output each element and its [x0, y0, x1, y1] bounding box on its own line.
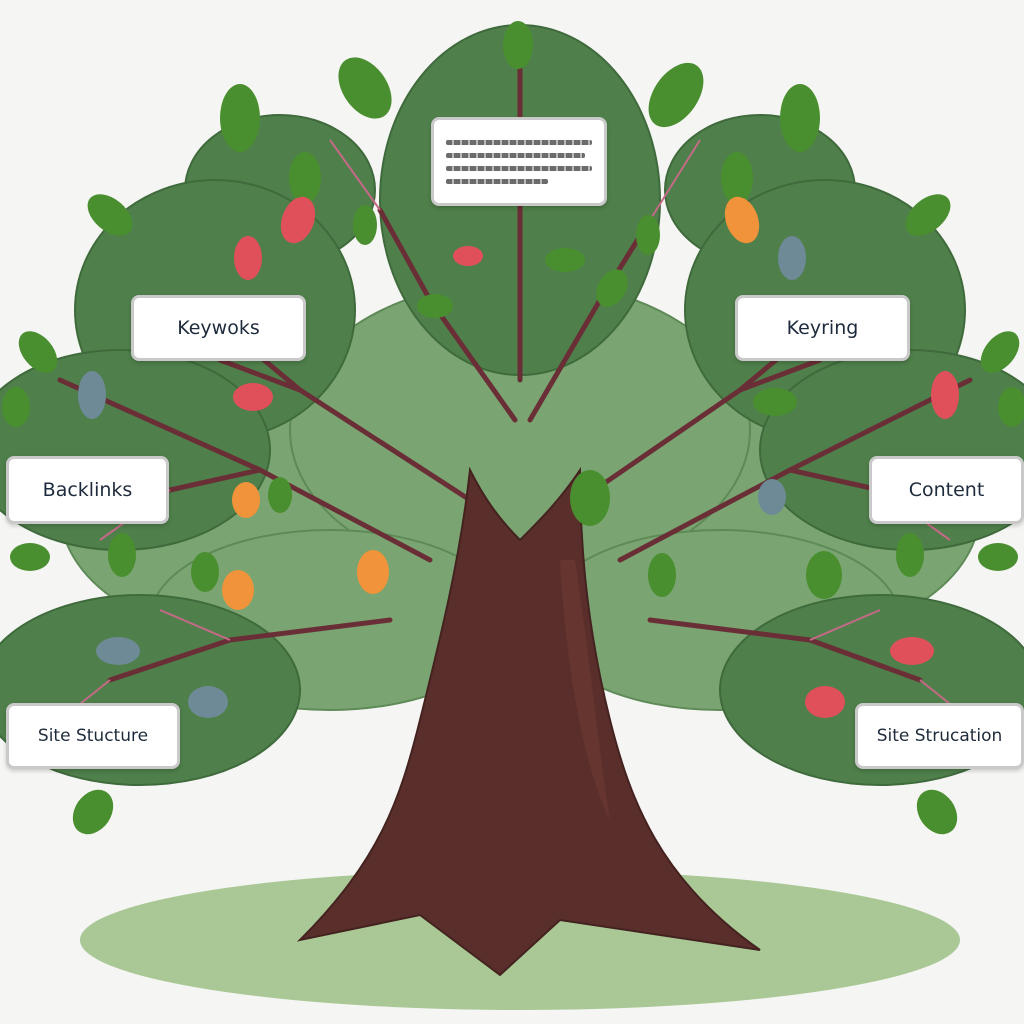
leaf-icon [96, 637, 140, 665]
leaf-icon [896, 533, 924, 577]
placeholder-text-line [446, 178, 549, 184]
top-note-card [431, 117, 607, 206]
label-text: Site Strucation [876, 726, 1003, 746]
label-text: Keywoks [177, 317, 260, 339]
leaves [2, 21, 1024, 835]
leaf-icon [978, 543, 1018, 571]
leaf-icon [453, 246, 483, 266]
leaf-icon [108, 533, 136, 577]
leaf-icon [289, 152, 321, 204]
label-site-structure-right: Site Strucation [855, 703, 1024, 769]
leaf-icon [648, 62, 704, 128]
leaf-icon [357, 550, 389, 594]
label-text: Keyring [786, 317, 859, 339]
leaf-icon [72, 789, 114, 835]
leaf-icon [805, 686, 845, 718]
placeholder-text-line [446, 139, 592, 145]
label-text: Site Stucture [37, 726, 149, 746]
leaf-icon [806, 551, 842, 599]
leaf-icon [778, 236, 806, 280]
leaf-icon [916, 789, 958, 835]
leaf-icon [636, 215, 660, 255]
leaf-icon [758, 479, 786, 515]
leaf-icon [417, 294, 453, 318]
label-text: Content [908, 479, 985, 501]
placeholder-text-line [446, 152, 585, 158]
leaf-icon [10, 543, 50, 571]
leaf-icon [191, 552, 219, 592]
leaf-icon [545, 248, 585, 272]
leaf-icon [78, 371, 106, 419]
leaf-icon [280, 196, 316, 244]
leaf-icon [234, 236, 262, 280]
label-keywords-right: Keyring [735, 295, 910, 361]
leaf-icon [2, 387, 30, 427]
leaf-icon [596, 269, 628, 307]
leaf-icon [998, 387, 1024, 427]
leaf-icon [503, 21, 533, 69]
label-content: Content [869, 456, 1024, 524]
leaf-icon [648, 553, 676, 597]
leaf-icon [222, 570, 254, 610]
leaf-icon [890, 637, 934, 665]
leaf-icon [931, 371, 959, 419]
leaf-icon [905, 194, 951, 236]
leaf-icon [353, 205, 377, 245]
leaf-icon [18, 331, 58, 373]
trunk [296, 466, 761, 977]
leaf-icon [338, 57, 392, 119]
label-site-structure-left: Site Stucture [6, 703, 180, 769]
leaf-icon [87, 194, 133, 236]
leaf-icon [268, 477, 292, 513]
trunk-highlight [560, 560, 610, 820]
leaf-icon [570, 470, 610, 526]
placeholder-text-line [446, 165, 592, 171]
leaf-icon [753, 388, 797, 416]
leaf-icon [780, 84, 820, 152]
leaf-icon [188, 686, 228, 718]
leaf-icon [980, 331, 1020, 373]
leaf-icon [724, 196, 760, 244]
leaf-icon [220, 84, 260, 152]
label-keywords-left: Keywoks [131, 295, 306, 361]
leaf-icon [721, 152, 753, 204]
label-text: Backlinks [42, 479, 133, 501]
leaf-icon [233, 383, 273, 411]
label-backlinks: Backlinks [6, 456, 169, 524]
leaf-icon [232, 482, 260, 518]
